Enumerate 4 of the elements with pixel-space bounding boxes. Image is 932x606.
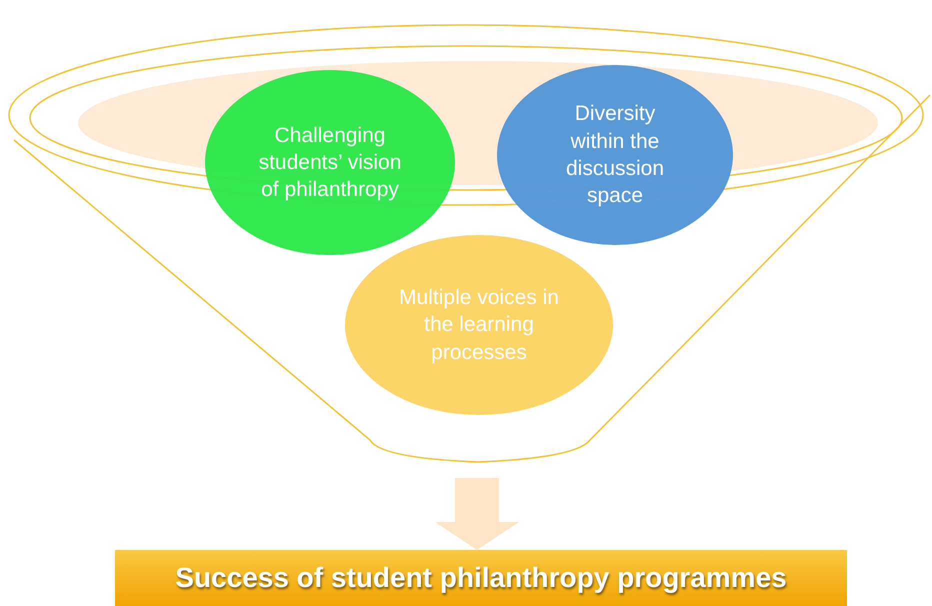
block-arrow	[435, 478, 519, 550]
ellipse-node: Multiple voices in the learning processes	[345, 235, 613, 415]
result-banner: Success of student philanthropy programmes	[115, 550, 847, 606]
ellipse-node: Diversity within the discussion space	[497, 65, 733, 245]
